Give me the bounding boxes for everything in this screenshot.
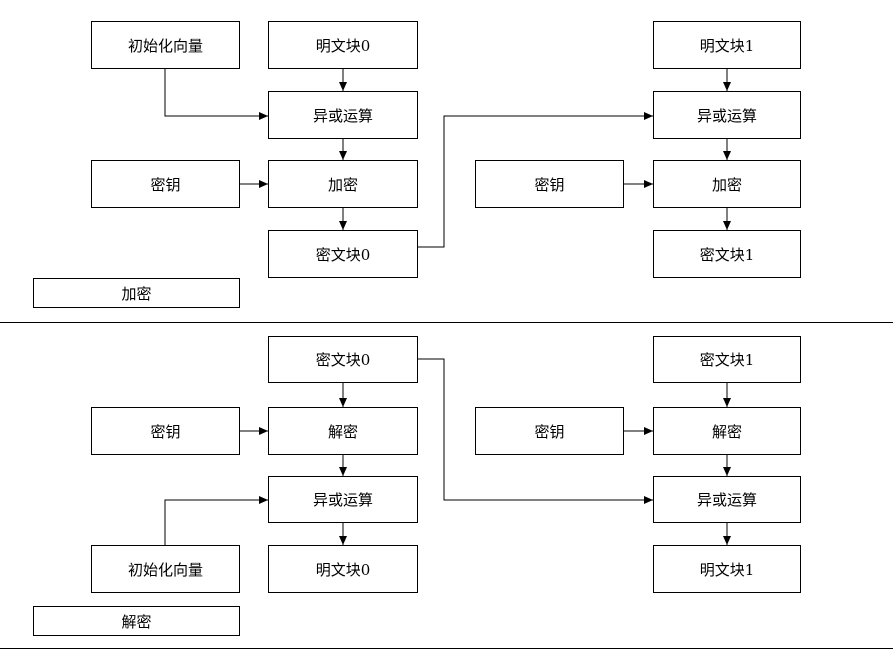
section-divider-bottom	[0, 648, 893, 649]
dec-decrypt1-box: 解密	[653, 407, 801, 455]
arrow-cipher0-to-xor1	[417, 112, 653, 248]
dec-iv-box: 初始化向量	[91, 545, 240, 593]
decryption-caption: 解密	[33, 606, 240, 636]
enc-key0-box: 密钥	[91, 160, 240, 208]
enc-plain0-box: 明文块0	[268, 21, 418, 69]
dec-xor1-box: 异或运算	[653, 476, 801, 523]
enc-cipher0-box: 密文块0	[268, 230, 418, 278]
dec-plain0-box: 明文块0	[268, 545, 418, 593]
enc-encrypt0-box: 加密	[268, 160, 418, 208]
enc-encrypt1-box: 加密	[653, 160, 801, 208]
enc-plain1-box: 明文块1	[653, 21, 801, 69]
enc-key1-box: 密钥	[475, 160, 624, 208]
enc-iv-box: 初始化向量	[91, 21, 240, 69]
enc-cipher1-box: 密文块1	[653, 230, 801, 278]
arrow-cipher0-to-xor1-dec	[417, 358, 653, 504]
enc-xor0-box: 异或运算	[268, 91, 418, 139]
dec-key1-box: 密钥	[475, 407, 624, 455]
encryption-caption: 加密	[33, 278, 240, 308]
dec-xor0-box: 异或运算	[268, 476, 418, 523]
dec-plain1-box: 明文块1	[653, 545, 801, 593]
dec-cipher0-box: 密文块0	[268, 336, 418, 383]
dec-key0-box: 密钥	[91, 407, 240, 455]
enc-xor1-box: 异或运算	[653, 91, 801, 139]
arrow-iv-to-xor0	[164, 68, 268, 120]
arrow-iv-to-xor0-dec	[164, 496, 268, 546]
section-divider-top	[0, 322, 893, 323]
dec-decrypt0-box: 解密	[268, 407, 418, 455]
dec-cipher1-box: 密文块1	[653, 336, 801, 383]
